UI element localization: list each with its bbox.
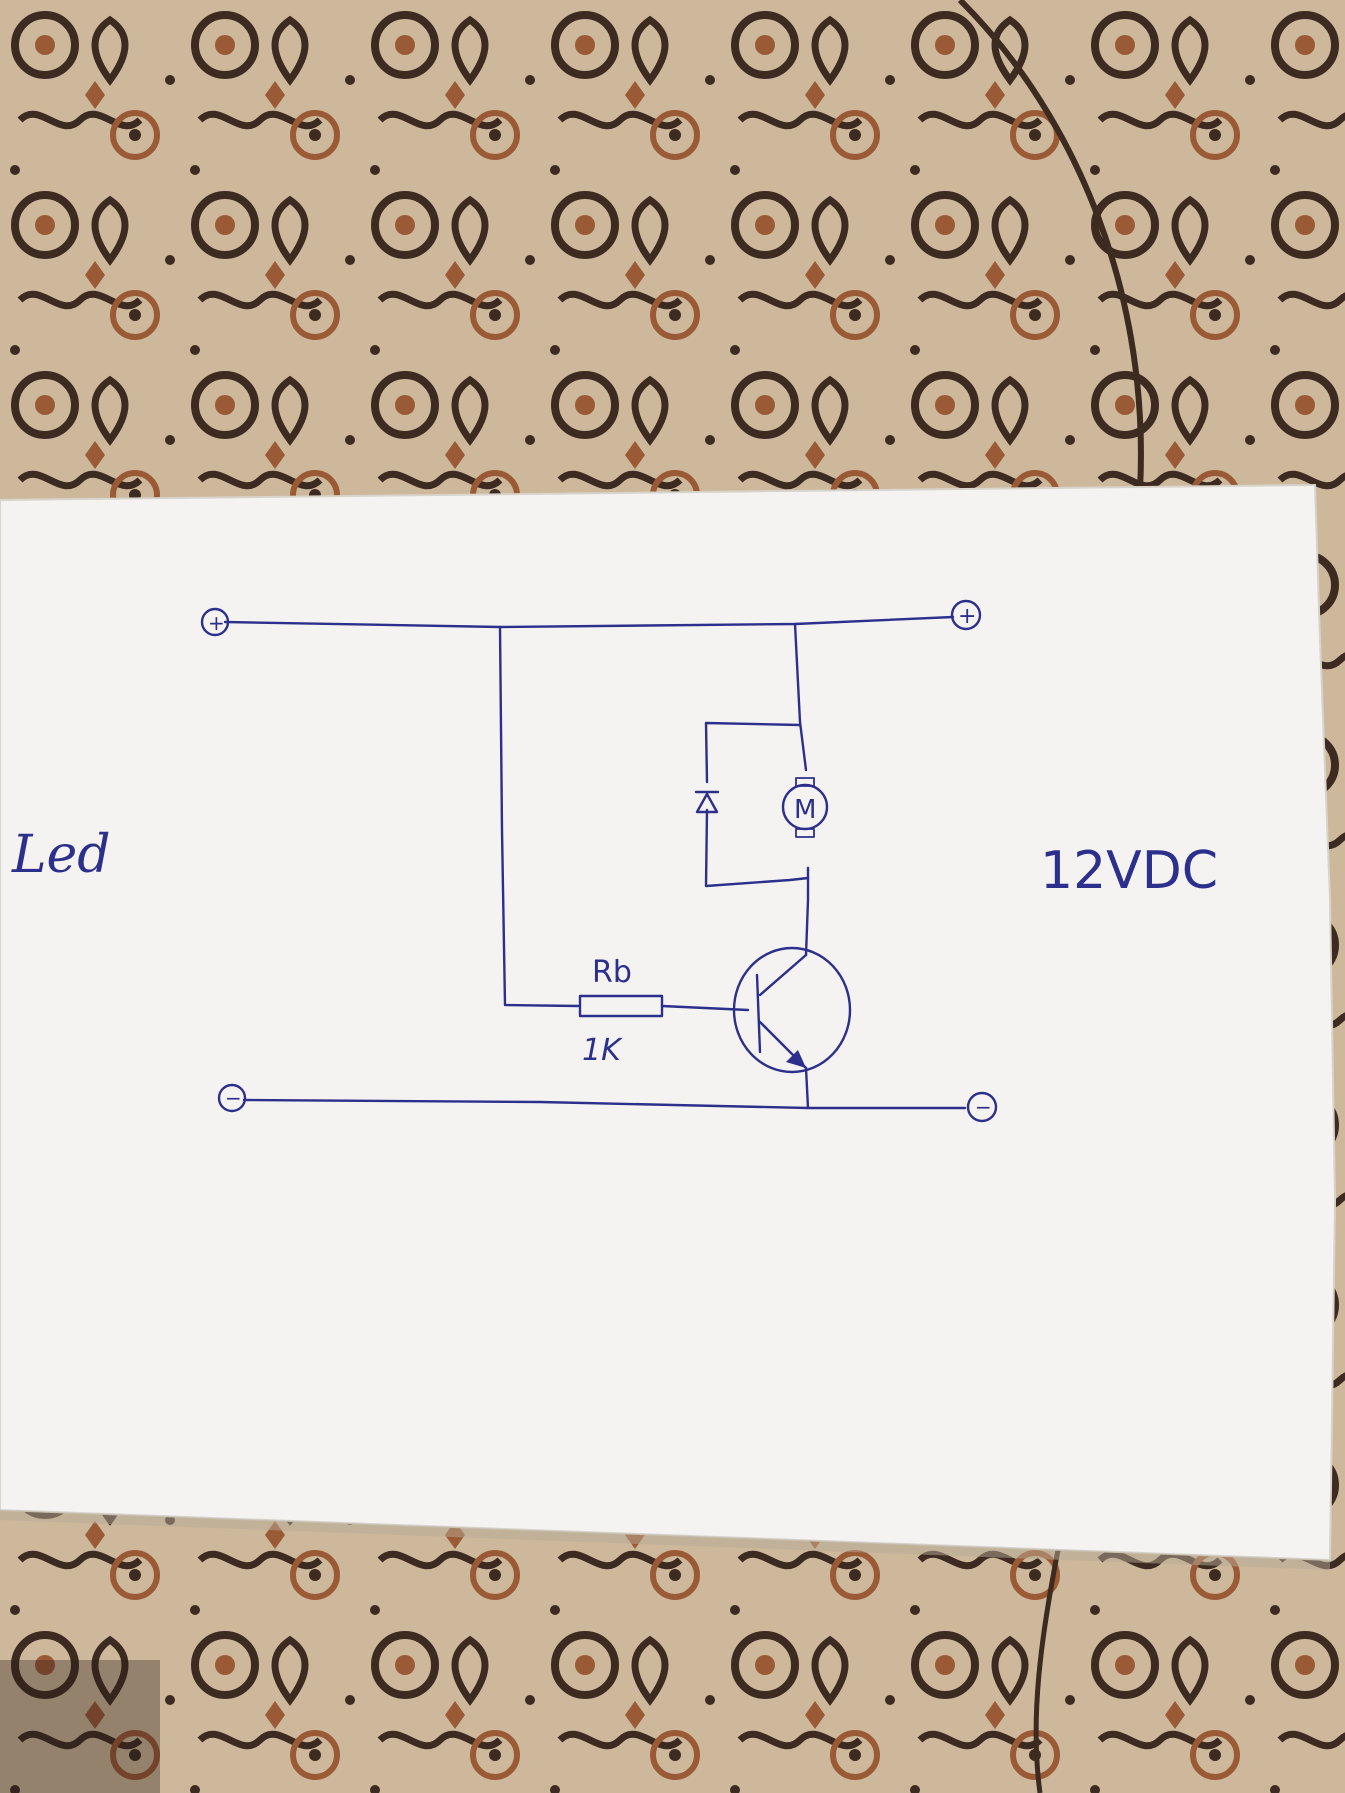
resistor-value: 1K [582, 1033, 623, 1068]
bottom-shadow [0, 1660, 160, 1793]
wire-base-feed [498, 625, 580, 1008]
led-label: Led [11, 825, 111, 885]
paper-shadow [0, 1510, 1330, 1570]
terminal-left-plus [200, 607, 230, 637]
motor-letter: M [794, 795, 816, 825]
wire-emitter-ground [804, 1066, 810, 1110]
terminal-right-plus-sign: + [958, 604, 976, 629]
transistor-base-bar [755, 973, 762, 1054]
tablecloth-arc-lower [1033, 1539, 1063, 1793]
resistor-name: Rb [592, 955, 632, 990]
npn-transistor [732, 946, 852, 1074]
transistor-collector-lead [758, 953, 808, 997]
wire-bottom-rail [242, 1098, 967, 1110]
wire-top-rail [223, 615, 955, 629]
voltage-label: 12VDC [1040, 841, 1218, 901]
terminal-right-minus-sign: − [975, 1095, 992, 1119]
wire-supply-motor [793, 622, 808, 772]
motor-brush-bottom [795, 828, 815, 838]
wire-diode-top [704, 721, 802, 784]
terminal-left-minus [217, 1083, 247, 1113]
tablecloth-arc [957, 0, 1144, 491]
terminal-left-plus-sign: + [208, 611, 225, 635]
terminal-right-plus [950, 599, 982, 631]
transistor-emitter-arrow [786, 1050, 806, 1068]
paper-sheet [0, 483, 1337, 1562]
terminal-right-minus [966, 1091, 998, 1123]
wire-diode-bottom [704, 808, 810, 888]
diode-symbol [694, 790, 720, 814]
terminal-left-minus-sign: − [225, 1086, 242, 1110]
motor-brush-top [795, 777, 815, 787]
